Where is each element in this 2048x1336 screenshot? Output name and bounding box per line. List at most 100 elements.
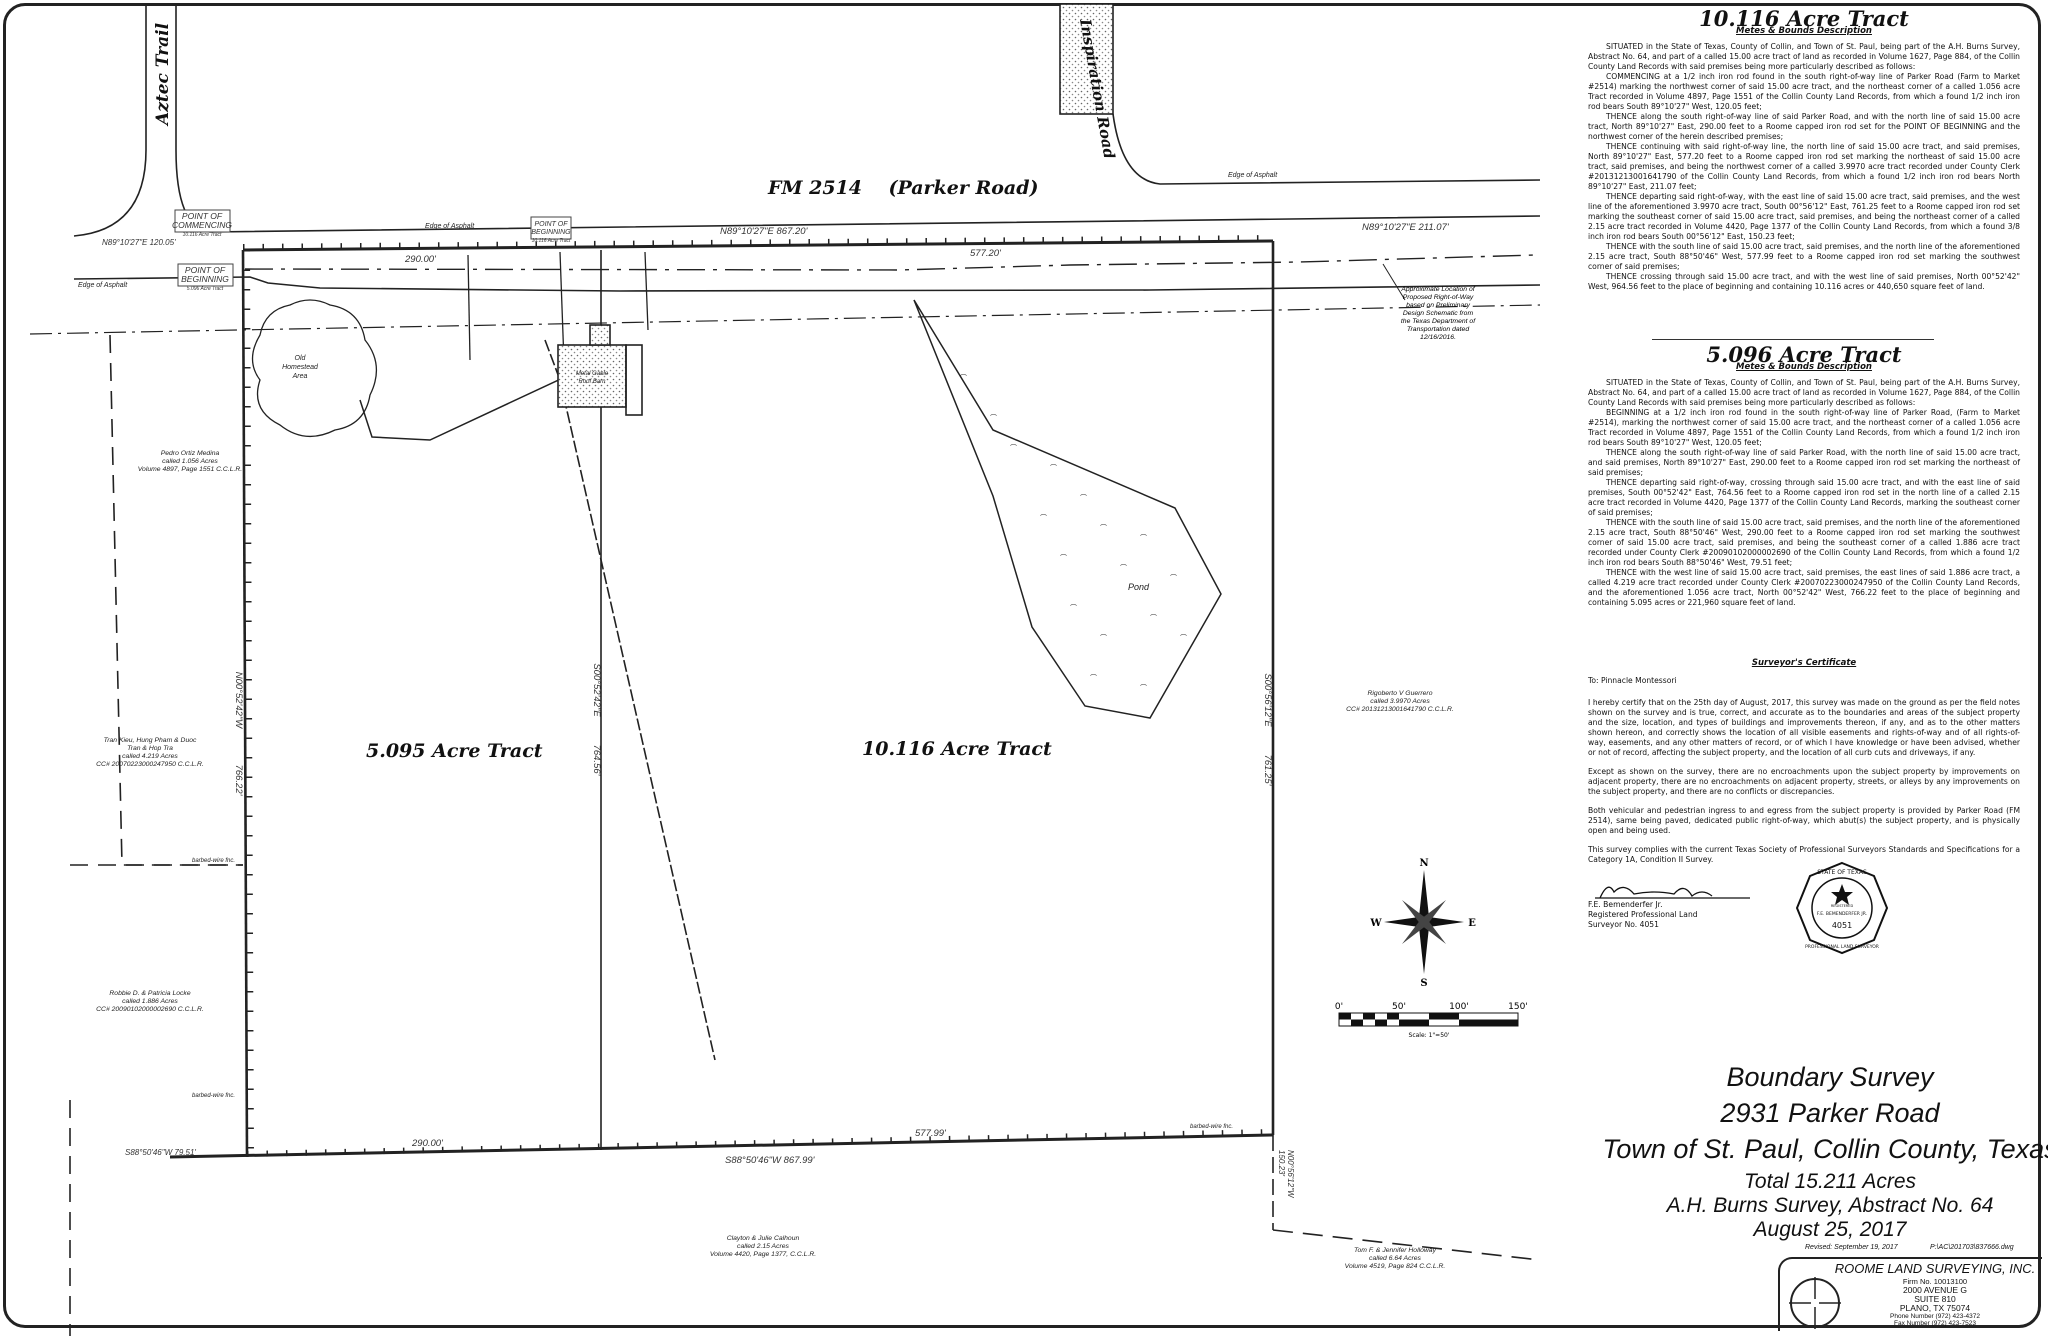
- svg-text:⌒: ⌒: [990, 414, 997, 422]
- bearing-north-east-seg: 577.20': [970, 248, 1002, 259]
- svg-text:⌒: ⌒: [1180, 634, 1187, 642]
- bearing-mid-line: S00°52'42"E: [591, 663, 602, 717]
- paragraph: SITUATED in the State of Texas, County o…: [1588, 42, 2020, 71]
- acreage-line: Total 15.211 Acres: [1744, 1170, 1916, 1193]
- svg-text:E: E: [1468, 918, 1476, 929]
- svg-text:⌒: ⌒: [960, 374, 967, 382]
- paragraph: This survey complies with the current Te…: [1588, 845, 2020, 864]
- paragraph: THENCE with the west line of said 15.00 …: [1588, 568, 2020, 607]
- svg-text:⌒: ⌒: [1070, 604, 1077, 612]
- svg-text:100': 100': [1449, 1002, 1469, 1012]
- outbuilding: [625, 344, 643, 416]
- svg-text:⌒: ⌒: [1100, 634, 1107, 642]
- tract-5-label: 5.095 Acre Tract: [366, 740, 543, 762]
- pond: [913, 299, 1222, 719]
- edge-of-asphalt-label: Edge of Asphalt: [78, 282, 128, 289]
- west-adjacent-line: [109, 334, 243, 866]
- asphalt-south-edge: [73, 276, 1541, 292]
- tract-5-subtitle: Metes & Bounds Description: [1736, 362, 1872, 372]
- paragraph: THENCE with the south line of said 15.00…: [1588, 518, 2020, 567]
- bearing-west-line: N00°52'42"W: [233, 672, 244, 730]
- section-divider: [1652, 339, 1934, 340]
- bearing-south-west-seg: 290.00': [411, 1138, 444, 1149]
- survey-line: A.H. Burns Survey, Abstract No. 64: [1666, 1194, 1994, 1217]
- svg-text:S: S: [1420, 978, 1427, 989]
- revised-date: Revised: September 19, 2017: [1805, 1244, 1898, 1251]
- signer-title: Registered Professional Land: [1588, 910, 1698, 919]
- svg-text:REGISTERED: REGISTERED: [1831, 904, 1854, 908]
- surveyor-seal: STATE OF TEXAS REGISTERED F.E. BEMENDERF…: [1795, 861, 1889, 955]
- address-line: 2931 Parker Road: [1720, 1098, 1940, 1128]
- svg-text:150': 150': [1508, 1002, 1528, 1012]
- tract-5-description: 5.096 Acre Tract Metes & Bounds Descript…: [1588, 342, 2020, 608]
- signature: [1595, 886, 1750, 899]
- fence-label: barbed-wire fnc.: [192, 858, 235, 864]
- paragraph: THENCE crossing through said 15.00 acre …: [1588, 272, 2020, 291]
- pond-marsh-symbols: ⌒⌒⌒⌒ ⌒⌒⌒⌒ ⌒⌒⌒⌒ ⌒⌒⌒⌒⌒: [960, 374, 1187, 692]
- tract-5-title: 5.096 Acre Tract: [1706, 342, 1902, 367]
- surveyor-certificate: Surveyor's Certificate To: Pinnacle Mont…: [1588, 656, 2020, 874]
- bearing-south-total: S88°50'46"W 867.99': [725, 1155, 816, 1166]
- shed: [589, 324, 611, 346]
- paragraph: I hereby certify that on the 25th day of…: [1588, 698, 2020, 757]
- paragraph: SITUATED in the State of Texas, County o…: [1588, 378, 2020, 407]
- paragraph: Both vehicular and pedestrian ingress to…: [1588, 806, 2020, 835]
- svg-text:0': 0': [1335, 1002, 1343, 1012]
- edge-of-asphalt-label: Edge of Asphalt: [1228, 172, 1278, 179]
- bearing-south-ext-east: N00°56'12"W150.23': [1277, 1150, 1295, 1199]
- inspiration-road: [1059, 3, 1114, 115]
- south-line: [169, 1133, 1274, 1159]
- pond-label: Pond: [1128, 582, 1150, 592]
- company-fax: Fax Number (972) 423-7523: [1893, 1320, 1976, 1327]
- edge-of-asphalt-label: Edge of Asphalt: [425, 223, 475, 230]
- date-line: August 25, 2017: [1753, 1218, 1907, 1241]
- north-line: [242, 239, 1274, 252]
- svg-text:⌒: ⌒: [1120, 564, 1127, 572]
- svg-text:⌒: ⌒: [1140, 684, 1147, 692]
- paragraph: THENCE departing said right-of-way, cros…: [1588, 478, 2020, 517]
- west-line: [241, 249, 249, 1158]
- svg-text:W: W: [1369, 918, 1382, 929]
- paragraph: THENCE continuing with said right-of-way…: [1588, 142, 2020, 191]
- asphalt-edge-east: [1112, 113, 1541, 185]
- company-address1: 2000 AVENUE G: [1902, 1285, 1968, 1295]
- svg-text:F.E. BEMENDERFER JR.: F.E. BEMENDERFER JR.: [1817, 911, 1867, 917]
- paragraph: THENCE along the south right-of-way line…: [1588, 448, 2020, 477]
- signer-block: F.E. Bemenderfer Jr. Registered Professi…: [1588, 900, 1758, 930]
- svg-text:50': 50': [1392, 1002, 1406, 1012]
- fence-label: barbed-wire fnc.: [192, 1093, 235, 1099]
- svg-text:⌒: ⌒: [1170, 574, 1177, 582]
- svg-text:N: N: [1419, 858, 1428, 869]
- bearing-north-west-seg: 290.00': [404, 254, 437, 265]
- svg-text:⌒: ⌒: [1040, 514, 1047, 522]
- title-line: Boundary Survey: [1726, 1062, 1934, 1092]
- fence-label: barbed-wire fnc.: [1190, 1124, 1233, 1130]
- scale-bar: 0'50' 100'150' Scale: 1"=50': [1335, 1002, 1528, 1039]
- aztec-trail-west-edge: [73, 4, 147, 237]
- paragraph: THENCE departing said right-of-way, with…: [1588, 192, 2020, 241]
- row-line: [29, 304, 1541, 335]
- company-logo-icon: [1789, 1277, 1841, 1329]
- fence-d: [644, 251, 649, 331]
- north-fence: [242, 235, 1274, 250]
- tract-10-subtitle: Metes & Bounds Description: [1736, 26, 1872, 36]
- svg-text:⌒: ⌒: [1150, 614, 1157, 622]
- svg-text:⌒: ⌒: [1010, 444, 1017, 452]
- bearing-north-total: N89°10'27"E 867.20': [720, 226, 809, 237]
- signer-name: F.E. Bemenderfer Jr.: [1588, 900, 1663, 909]
- bearing-north-ext-east: N89°10'27"E 211.07': [1362, 222, 1450, 233]
- proposed-row-line: [244, 254, 1536, 271]
- tract-10-label: 10.116 Acre Tract: [862, 738, 1052, 760]
- tom-boundary: [1272, 1229, 1541, 1261]
